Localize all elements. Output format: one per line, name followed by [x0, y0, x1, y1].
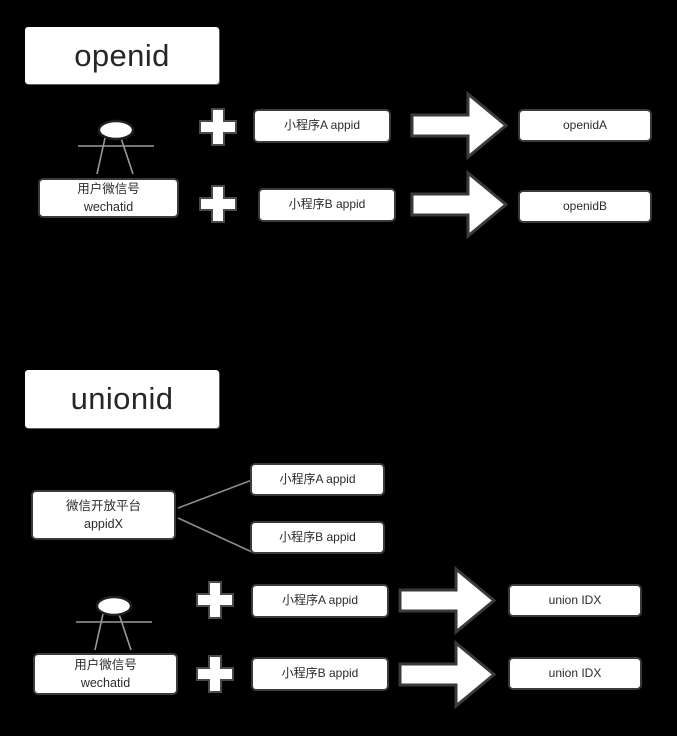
- unionid-appid-label-a: 小程序A appid: [281, 593, 359, 608]
- openid-title-label: openid: [74, 37, 170, 73]
- unionid-plus-row-b: [193, 652, 237, 696]
- unionid-user-box: 用户微信号 wechatid: [33, 653, 178, 695]
- unionid-result-label-a: union IDX: [548, 592, 602, 607]
- platform-child-label-a: 小程序A appid: [279, 471, 356, 486]
- openid-result-box-a: openidA: [518, 109, 652, 142]
- platform-child-box-a: 小程序A appid: [250, 463, 385, 496]
- open-platform-line2: appidX: [84, 517, 123, 531]
- unionid-result-box-b: union IDX: [508, 657, 642, 690]
- openid-appid-label-b: 小程序B appid: [288, 197, 366, 212]
- user-person-icon-unionid: [70, 594, 158, 654]
- openid-user-box: 用户微信号 wechatid: [38, 178, 179, 218]
- unionid-title-box: unionid: [25, 370, 219, 428]
- openid-arrow-a: [410, 91, 508, 160]
- unionid-user-line1: 用户微信号: [74, 657, 137, 672]
- user-person-icon: [72, 118, 160, 178]
- openid-appid-box-b: 小程序B appid: [258, 188, 396, 222]
- platform-child-box-b: 小程序B appid: [250, 521, 385, 554]
- unionid-appid-box-b: 小程序B appid: [251, 657, 389, 691]
- openid-result-label-a: openidA: [562, 117, 608, 132]
- unionid-result-label-b: union IDX: [548, 665, 602, 680]
- unionid-title-label: unionid: [70, 381, 174, 416]
- unionid-arrow-b: [398, 640, 496, 709]
- openid-result-box-b: openidB: [518, 190, 652, 223]
- openid-plus-row-b: [196, 182, 240, 226]
- openid-arrow-b: [410, 170, 508, 239]
- platform-child-label-b: 小程序B appid: [279, 529, 356, 544]
- openid-result-label-b: openidB: [562, 198, 608, 213]
- unionid-appid-box-a: 小程序A appid: [251, 584, 389, 618]
- openid-appid-label-a: 小程序A appid: [283, 118, 361, 133]
- unionid-user-line2: wechatid: [80, 676, 131, 690]
- platform-connector-lines: [176, 460, 256, 560]
- open-platform-box: 微信开放平台 appidX: [31, 490, 176, 540]
- unionid-plus-row-a: [193, 578, 237, 622]
- unionid-result-box-a: union IDX: [508, 584, 642, 617]
- openid-plus-row-a: [196, 105, 240, 149]
- openid-title-box: openid: [25, 27, 219, 84]
- openid-user-line2: wechatid: [83, 200, 134, 214]
- unionid-arrow-a: [398, 566, 496, 635]
- unionid-appid-label-b: 小程序B appid: [281, 666, 359, 681]
- openid-user-line1: 用户微信号: [77, 181, 140, 196]
- open-platform-line1: 微信开放平台: [65, 498, 141, 513]
- openid-appid-box-a: 小程序A appid: [253, 109, 391, 143]
